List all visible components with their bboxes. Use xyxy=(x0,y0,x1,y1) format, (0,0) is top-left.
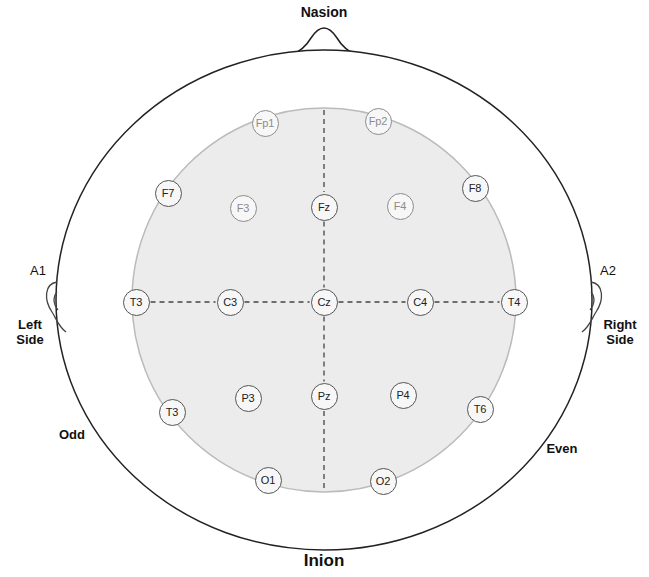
region-label: Right Side xyxy=(594,318,646,348)
dashed-axis xyxy=(435,301,500,302)
electrode-circle: C4 xyxy=(407,289,434,316)
electrode-label: C3 xyxy=(223,297,237,308)
region-label: Left Side xyxy=(5,318,55,348)
right-ear xyxy=(582,282,601,332)
electrode-circle: Fp1 xyxy=(252,110,279,137)
electrode-circle: P4 xyxy=(390,382,417,409)
electrode-label: T3 xyxy=(166,407,178,418)
dashed-axis xyxy=(323,222,324,288)
dashed-axis xyxy=(339,301,406,302)
electrode-label: Fp2 xyxy=(369,116,387,127)
electrode-circle: F7 xyxy=(155,180,182,207)
electrode-circle: Fz xyxy=(311,194,338,221)
electrode-label: Cz xyxy=(317,297,330,308)
region-label: Odd xyxy=(52,428,92,443)
electrode-circle: C3 xyxy=(217,289,244,316)
electrode-circle: O1 xyxy=(255,467,282,494)
electrode-label: C4 xyxy=(413,297,427,308)
electrode-circle: P3 xyxy=(235,385,262,412)
electrode-label: T6 xyxy=(474,404,486,415)
dashed-axis xyxy=(323,317,324,382)
electrode-circle: Cz xyxy=(311,289,338,316)
region-label: Even xyxy=(540,442,584,457)
electrode-label: F8 xyxy=(469,183,481,194)
electrode-circle: T3 xyxy=(159,399,186,426)
electrode-label: F7 xyxy=(162,188,174,199)
electrode-label: F3 xyxy=(237,203,249,214)
electrode-circle: Fp2 xyxy=(365,108,392,135)
electrode-label: T4 xyxy=(508,297,520,308)
dashed-axis xyxy=(151,301,216,302)
midline-dash xyxy=(323,411,324,492)
head-outline xyxy=(56,50,592,550)
region-label: A2 xyxy=(593,264,623,279)
electrode-label: O1 xyxy=(261,475,275,486)
midline-dash xyxy=(323,110,324,192)
electrode-circle: T4 xyxy=(501,289,528,316)
electrode-label: P3 xyxy=(241,393,254,404)
electrode-circle: T3 xyxy=(123,289,150,316)
region-label: Nasion xyxy=(279,4,369,20)
electrode-label: Fz xyxy=(318,202,330,213)
region-label: A1 xyxy=(23,264,53,279)
dashed-axis xyxy=(245,301,310,302)
region-label: Inion xyxy=(279,551,369,571)
electrode-label: T3 xyxy=(130,297,142,308)
electrode-label: Fp1 xyxy=(256,118,274,129)
electrode-label: P4 xyxy=(396,390,409,401)
electrode-label: F4 xyxy=(394,201,406,212)
electrode-label: O2 xyxy=(376,476,390,487)
electrode-circle: T6 xyxy=(467,396,494,423)
left-ear xyxy=(47,282,66,332)
electrode-circle: Pz xyxy=(311,383,338,410)
electrode-circle: F3 xyxy=(230,195,257,222)
electrode-circle: F8 xyxy=(462,175,489,202)
scalp-region xyxy=(132,108,516,492)
electrode-circle: O2 xyxy=(370,468,397,495)
electrode-circle: F4 xyxy=(387,193,414,220)
electrode-label: Pz xyxy=(318,391,330,402)
